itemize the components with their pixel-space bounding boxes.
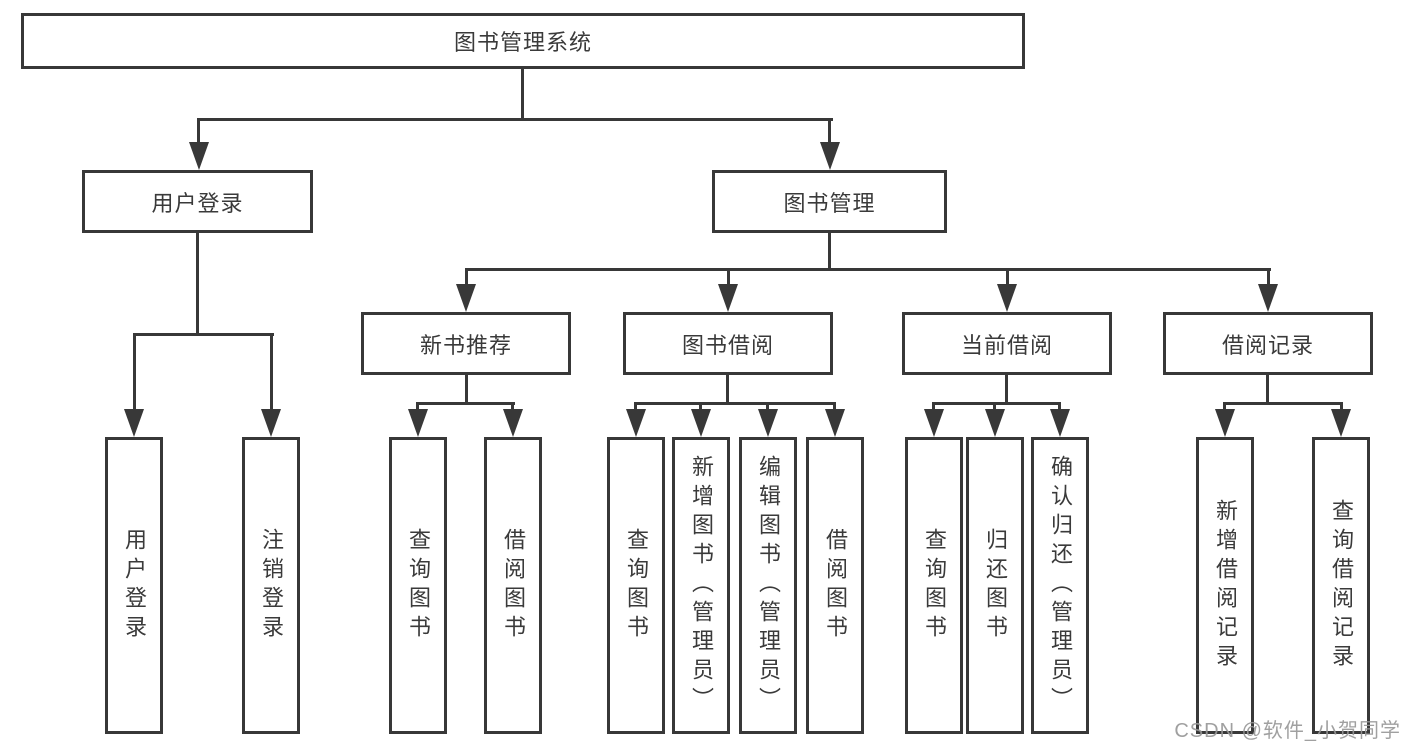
connector-line (828, 233, 831, 271)
node-label: 查询图书 (922, 527, 947, 644)
connector-line (416, 402, 419, 411)
connector-line (465, 268, 1271, 271)
connector-line (1340, 402, 1343, 411)
node-root-system: 图书管理系统 (21, 13, 1025, 69)
node-label: 借阅记录 (1221, 332, 1314, 358)
connector-line (766, 402, 769, 411)
connector-line (1223, 402, 1226, 411)
node-leaf-borrow-books: 借阅图书 (806, 437, 864, 734)
connector-line (270, 333, 273, 411)
node-leaf-confirm-return-admin: 确认归还（管理员） (1031, 437, 1089, 734)
node-user-login: 用户登录 (82, 170, 313, 233)
connector-line (1266, 375, 1269, 405)
arrowhead-down-icon (1050, 409, 1070, 437)
connector-line (1005, 375, 1008, 405)
node-label: 图书管理系统 (453, 30, 592, 55)
node-leaf-add-books-admin: 新增图书（管理员） (672, 437, 730, 734)
connector-line (416, 402, 515, 405)
arrowhead-down-icon (985, 409, 1005, 437)
connector-line (133, 333, 136, 411)
connector-line (465, 375, 468, 405)
node-leaf-query-books-borrowing: 查询图书 (607, 437, 665, 734)
node-leaf-query-books-current: 查询图书 (905, 437, 963, 734)
node-label: 图书管理 (783, 190, 876, 216)
arrowhead-down-icon (456, 284, 476, 312)
connector-line (133, 333, 274, 336)
node-label: 图书借阅 (681, 332, 774, 358)
node-leaf-edit-books-admin: 编辑图书（管理员） (739, 437, 797, 734)
arrowhead-down-icon (1331, 409, 1351, 437)
arrowhead-down-icon (408, 409, 428, 437)
node-label: 借阅图书 (823, 527, 848, 644)
connector-line (521, 69, 524, 120)
arrowhead-down-icon (718, 284, 738, 312)
connector-line (828, 118, 831, 144)
connector-line (727, 268, 730, 286)
node-leaf-borrow-books-recommend: 借阅图书 (484, 437, 542, 734)
connector-line (833, 402, 836, 411)
node-label: 编辑图书（管理员） (756, 455, 781, 716)
connector-line (726, 375, 729, 405)
arrowhead-down-icon (691, 409, 711, 437)
node-label: 注销登录 (259, 527, 284, 644)
connector-line (993, 402, 996, 411)
connector-line (1223, 402, 1343, 405)
arrowhead-down-icon (626, 409, 646, 437)
arrowhead-down-icon (124, 409, 144, 437)
node-label: 查询图书 (406, 527, 431, 644)
arrowhead-down-icon (758, 409, 778, 437)
node-label: 用户登录 (122, 527, 147, 644)
arrowhead-down-icon (997, 284, 1017, 312)
arrowhead-down-icon (1258, 284, 1278, 312)
node-current-borrowing: 当前借阅 (902, 312, 1112, 375)
connector-line (634, 402, 637, 411)
arrowhead-down-icon (1215, 409, 1235, 437)
node-label: 新增借阅记录 (1213, 498, 1238, 673)
arrowhead-down-icon (261, 409, 281, 437)
node-leaf-query-borrow-record: 查询借阅记录 (1312, 437, 1370, 734)
node-leaf-query-books-recommend: 查询图书 (389, 437, 447, 734)
node-label: 查询借阅记录 (1329, 498, 1354, 673)
node-borrowing-records: 借阅记录 (1163, 312, 1373, 375)
connector-line (1058, 402, 1061, 411)
arrowhead-down-icon (820, 142, 840, 170)
connector-line (1006, 268, 1009, 286)
connector-line (932, 402, 1061, 405)
node-label: 借阅图书 (501, 527, 526, 644)
connector-line (634, 402, 836, 405)
connector-line (465, 268, 468, 286)
node-new-book-recommend: 新书推荐 (361, 312, 571, 375)
node-label: 新书推荐 (419, 332, 512, 358)
node-book-management: 图书管理 (712, 170, 947, 233)
node-label: 用户登录 (151, 190, 244, 216)
connector-line (196, 233, 199, 336)
csdn-watermark: CSDN @软件_小贺同学 (1174, 720, 1401, 742)
arrowhead-down-icon (503, 409, 523, 437)
node-label: 新增图书（管理员） (689, 455, 714, 716)
connector-line (932, 402, 935, 411)
connector-line (197, 118, 833, 121)
arrowhead-down-icon (825, 409, 845, 437)
node-leaf-user-login: 用户登录 (105, 437, 163, 734)
node-label: 确认归还（管理员） (1048, 455, 1073, 716)
connector-line (699, 402, 702, 411)
node-label: 归还图书 (983, 527, 1008, 644)
arrowhead-down-icon (189, 142, 209, 170)
node-label: 查询图书 (624, 527, 649, 644)
node-label: 当前借阅 (960, 332, 1053, 358)
connector-line (1267, 268, 1270, 286)
node-leaf-add-borrow-record: 新增借阅记录 (1196, 437, 1254, 734)
arrowhead-down-icon (924, 409, 944, 437)
connector-line (511, 402, 514, 411)
node-leaf-logout: 注销登录 (242, 437, 300, 734)
connector-line (197, 118, 200, 144)
node-leaf-return-books: 归还图书 (966, 437, 1024, 734)
node-book-borrowing: 图书借阅 (623, 312, 833, 375)
